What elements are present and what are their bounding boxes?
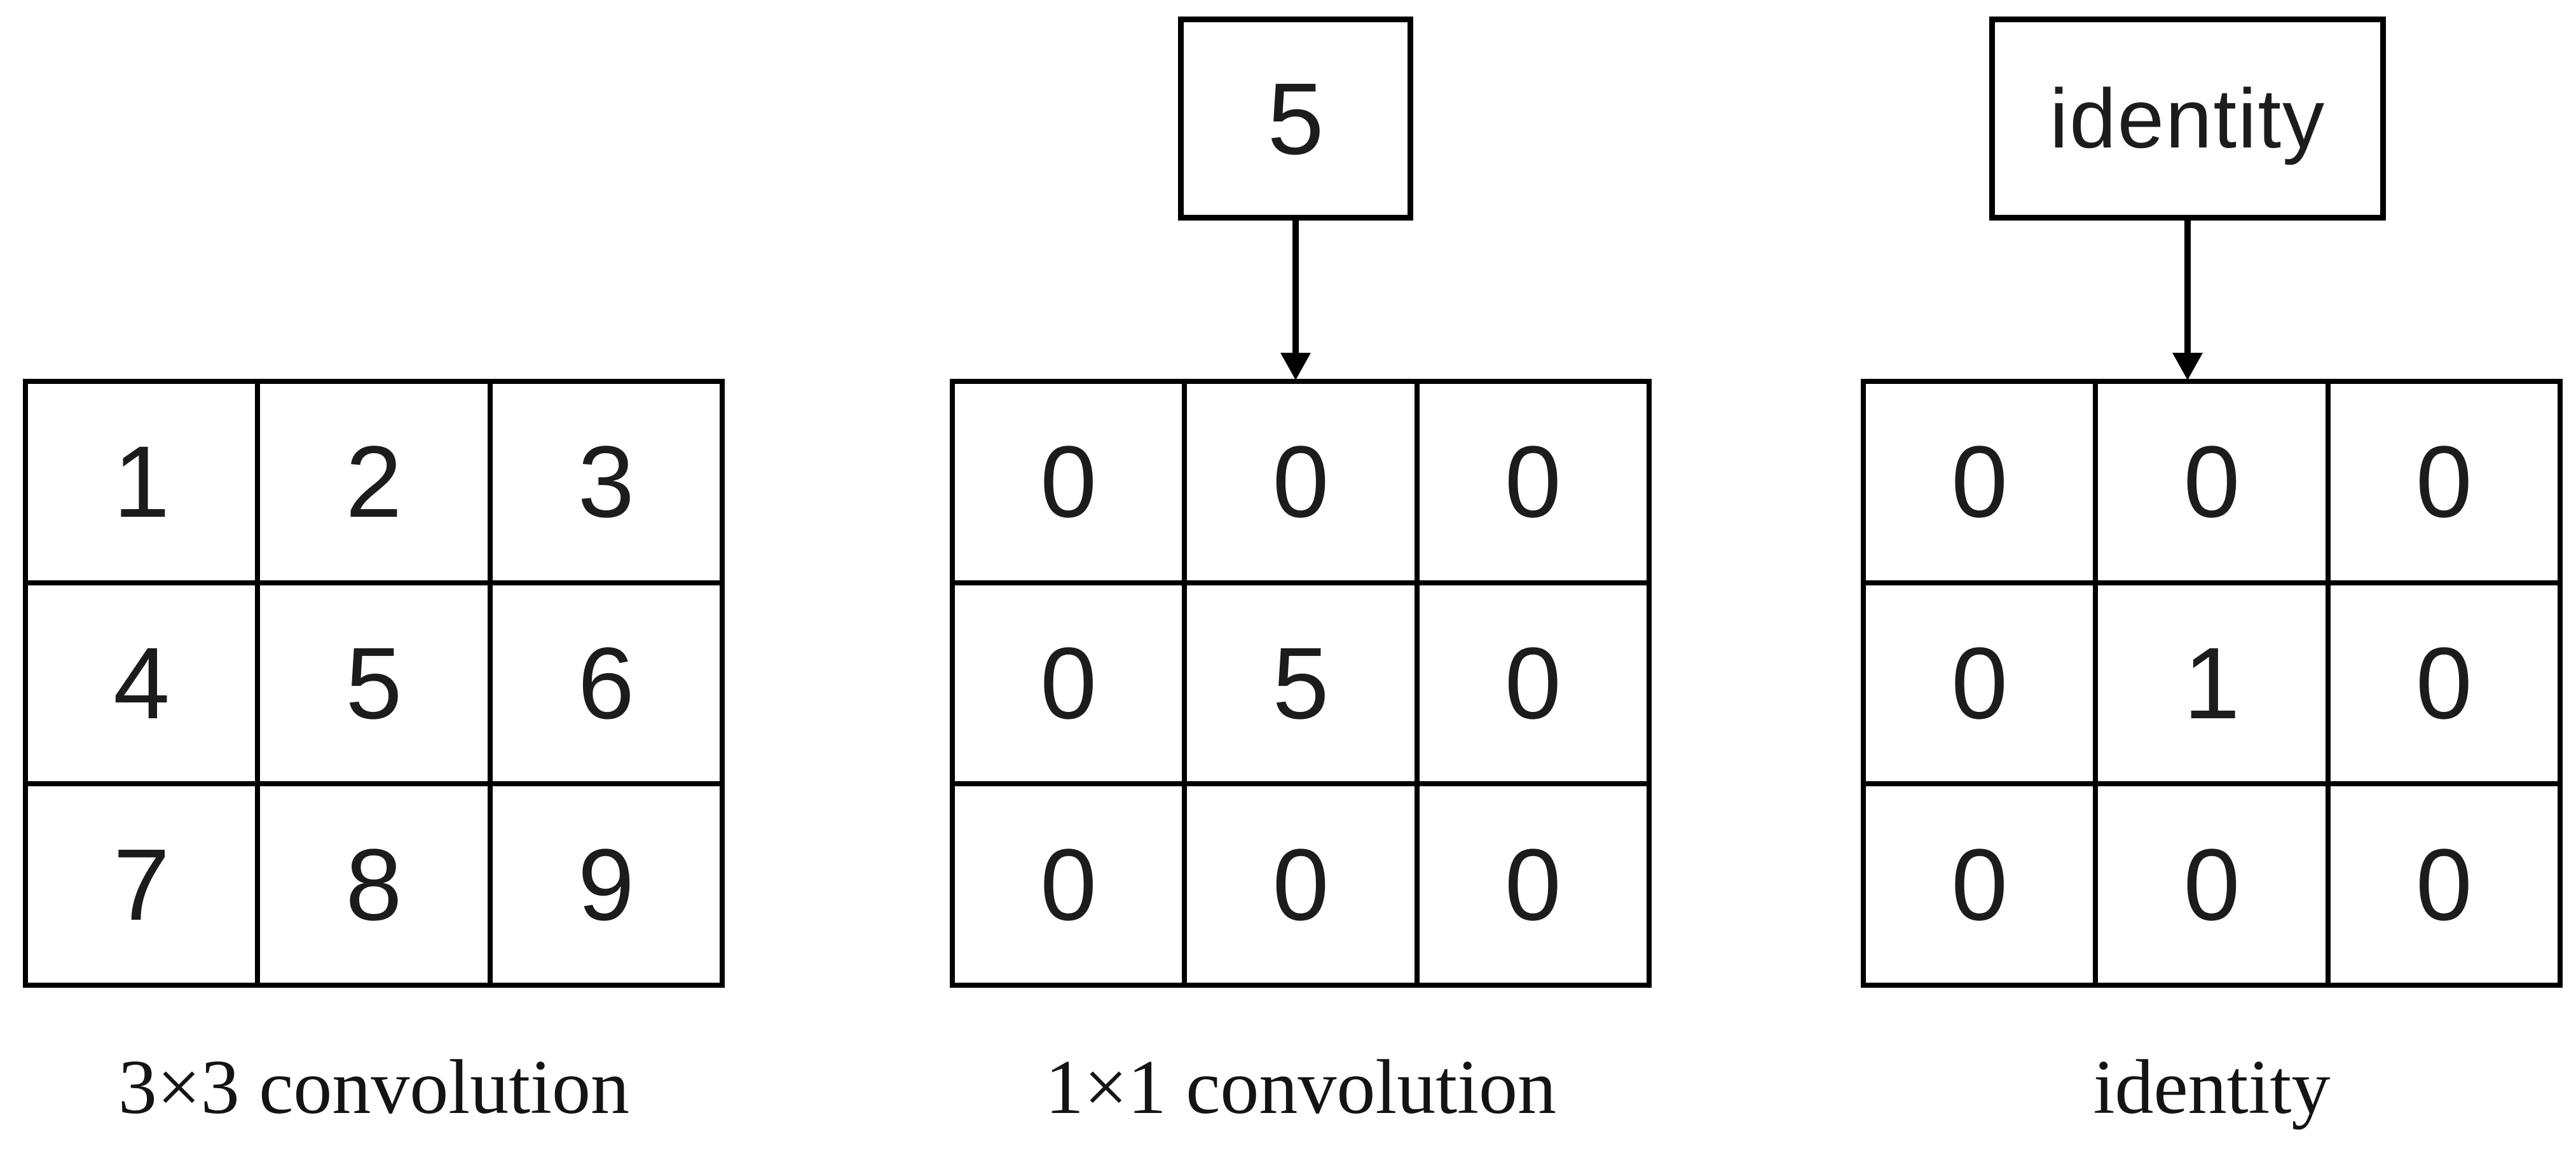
grid-cell: 0 xyxy=(1187,786,1415,983)
kernel-identity-box: identity xyxy=(1989,17,2386,221)
panel-caption-3x3-convolution: 3×3 convolution xyxy=(118,1044,630,1130)
grid-cell: 0 xyxy=(2098,786,2326,983)
matrix-3x3-convolution: 1 2 3 4 5 6 7 8 9 xyxy=(23,379,725,988)
kernel-value-box: 5 xyxy=(1178,17,1413,221)
grid-cell: 1 xyxy=(2098,585,2326,782)
grid-cell: 0 xyxy=(1187,384,1415,580)
grid-cell: 7 xyxy=(28,786,256,983)
kernel-identity-label: identity xyxy=(2049,71,2326,165)
arrow-shaft xyxy=(2184,221,2191,355)
grid-cell: 0 xyxy=(1419,384,1647,580)
grid-cell: 9 xyxy=(492,786,720,983)
grid-cell: 0 xyxy=(2330,786,2558,983)
panel-caption-1x1-convolution: 1×1 convolution xyxy=(1045,1044,1557,1130)
grid-cell: 0 xyxy=(955,786,1182,983)
grid-cell: 0 xyxy=(1866,786,2093,983)
grid-cell: 0 xyxy=(2098,384,2326,580)
grid-cell: 5 xyxy=(260,585,488,782)
grid-cell: 0 xyxy=(1866,585,2093,782)
arrow-shaft xyxy=(1292,221,1299,355)
matrix-1x1-convolution: 0 0 0 0 5 0 0 0 0 xyxy=(950,379,1652,988)
grid-cell: 8 xyxy=(260,786,488,983)
grid-cell: 1 xyxy=(28,384,256,580)
grid-cell: 0 xyxy=(955,585,1182,782)
grid-cell: 2 xyxy=(260,384,488,580)
grid-cell: 6 xyxy=(492,585,720,782)
grid-cell: 4 xyxy=(28,585,256,782)
grid-cell: 5 xyxy=(1187,585,1415,782)
grid-cell: 0 xyxy=(2330,585,2558,782)
grid-cell: 0 xyxy=(1419,585,1647,782)
arrowhead-down-icon xyxy=(1280,353,1311,380)
arrowhead-down-icon xyxy=(2172,353,2203,380)
grid-cell: 0 xyxy=(2330,384,2558,580)
grid-cell: 0 xyxy=(1419,786,1647,983)
matrix-identity: 0 0 0 0 1 0 0 0 0 xyxy=(1861,379,2563,988)
grid-cell: 0 xyxy=(955,384,1182,580)
grid-cell: 0 xyxy=(1866,384,2093,580)
down-arrow xyxy=(2172,221,2203,380)
kernel-value-label: 5 xyxy=(1267,61,1324,175)
grid-cell: 3 xyxy=(492,384,720,580)
down-arrow xyxy=(1280,221,1311,380)
panel-caption-identity: identity xyxy=(2093,1044,2331,1130)
